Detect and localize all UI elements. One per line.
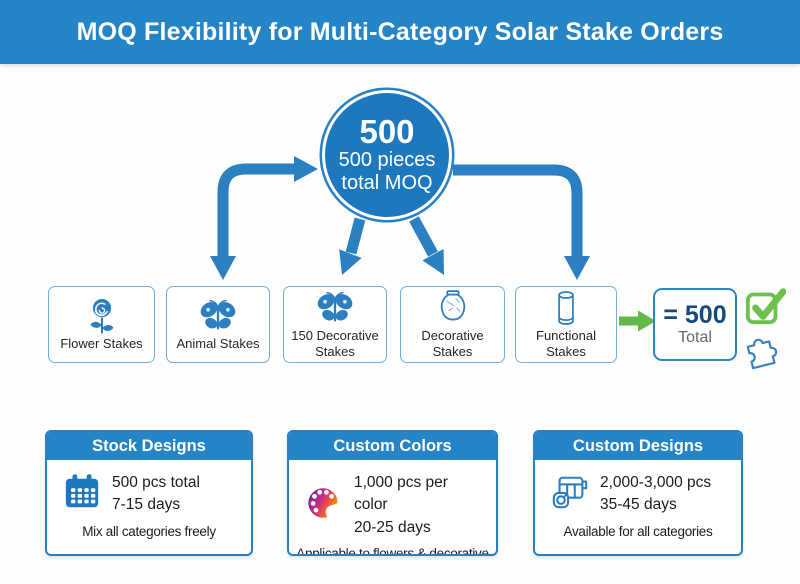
category-box-decorative: Decorative Stakes	[400, 286, 505, 363]
moq-value: 500	[359, 113, 415, 151]
card-header: Stock Designs	[47, 432, 251, 460]
card-line1: 1,000 pcs per color	[354, 474, 448, 514]
moq-hub-circle: 500 500 pieces total MOQ	[325, 93, 449, 217]
category-box-150-decorative: 150 Decorative Stakes	[283, 286, 387, 363]
card-note: Available for all categories	[563, 523, 713, 539]
cylinder-icon	[553, 290, 579, 326]
total-box: = 500 Total	[653, 288, 737, 361]
card-body-row: 1,000 pcs per color 20-25 days	[289, 460, 496, 543]
card-title: Custom Designs	[572, 436, 704, 455]
category-label: Flower Stakes	[60, 335, 143, 351]
card-header: Custom Designs	[535, 432, 741, 460]
category-label: Decorative Stakes	[421, 327, 484, 359]
total-label: Total	[678, 329, 712, 347]
card-title: Stock Designs	[92, 436, 206, 455]
jar-icon	[437, 290, 469, 326]
card-note: Applicable to flowers & decorative	[296, 546, 489, 556]
card-line1: 2,000-3,000 pcs	[600, 474, 712, 491]
card-details: 2,000-3,000 pcs 35-45 days	[600, 472, 711, 517]
category-label: 150 Decorative Stakes	[291, 327, 379, 359]
arrow-right-elbow	[453, 164, 590, 280]
category-box-functional: Functional Stakes	[515, 286, 617, 363]
card-details: 1,000 pcs per color 20-25 days	[354, 472, 484, 539]
card-custom-colors: Custom Colors	[287, 430, 498, 556]
moq-line2: total MOQ	[341, 171, 433, 194]
card-header: Custom Colors	[289, 432, 496, 460]
card-line2: 7-15 days	[112, 496, 181, 514]
card-line1: 500 pcs total	[112, 474, 200, 491]
card-custom-designs: Custom Designs 2,000-3,000 pcs 35-45 day…	[533, 430, 743, 556]
card-details: 500 pcs total 7-15 days	[112, 472, 200, 517]
card-body-row: 500 pcs total 7-15 days	[47, 460, 251, 521]
category-label: Functional Stakes	[536, 327, 596, 359]
checkmark-icon	[745, 288, 786, 325]
moq-line1: 500 pieces	[338, 148, 436, 171]
arrow-diagonal-right	[409, 216, 444, 275]
card-line2: 20-25 days	[354, 518, 431, 536]
category-label: Animal Stakes	[176, 335, 260, 351]
butterfly-icon	[315, 290, 355, 326]
category-box-animal: Animal Stakes	[166, 286, 270, 363]
card-body-row: 2,000-3,000 pcs 35-45 days	[535, 460, 741, 521]
category-box-flower: Flower Stakes	[48, 286, 155, 363]
butterfly-icon	[198, 298, 238, 334]
arrow-diagonal-left	[339, 217, 366, 275]
card-title: Custom Colors	[333, 436, 452, 455]
page-title: MOQ Flexibility for Multi-Category Solar…	[76, 17, 724, 46]
total-value: = 500	[663, 300, 727, 329]
card-line2: 35-45 days	[600, 496, 677, 514]
design-tool-icon	[551, 473, 589, 516]
card-stock-designs: Stock Designs 500 pcs total 7-15 days	[45, 430, 253, 556]
card-note: Mix all categories freely	[82, 523, 216, 539]
equals-arrow-icon	[619, 310, 656, 332]
rose-icon	[85, 298, 119, 334]
puzzle-icon	[746, 338, 778, 370]
calendar-icon	[63, 473, 101, 516]
arrow-left-elbow	[210, 156, 318, 280]
header-bar: MOQ Flexibility for Multi-Category Solar…	[0, 0, 800, 64]
palette-icon	[305, 484, 348, 527]
